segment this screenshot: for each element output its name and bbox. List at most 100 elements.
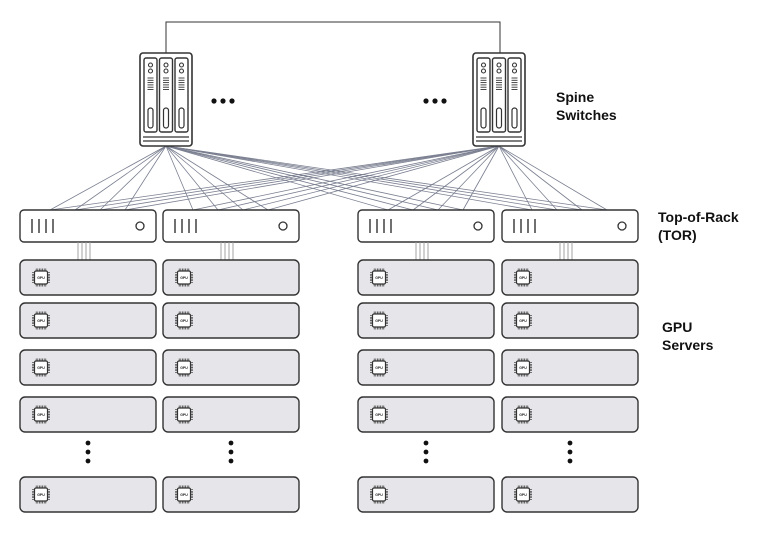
gpu-server: GPU: [357, 302, 495, 339]
gpu-server: GPU: [162, 349, 300, 386]
gpu-server: GPU: [162, 476, 300, 513]
gpu-server: GPU: [357, 476, 495, 513]
gpu-chip-icon: GPU: [514, 485, 532, 504]
spine-tor-link: [387, 145, 500, 211]
gpu-chip-icon: GPU: [514, 358, 532, 377]
spine-tor-link: [49, 145, 167, 211]
svg-text:GPU: GPU: [37, 276, 45, 280]
spine-tor-link: [165, 145, 414, 211]
label-line: Top-of-Rack: [658, 209, 739, 225]
svg-text:GPU: GPU: [375, 366, 383, 370]
spine-tor-link: [49, 145, 500, 211]
svg-text:GPU: GPU: [375, 276, 383, 280]
spine-tor-link: [217, 145, 500, 211]
svg-text:GPU: GPU: [519, 413, 527, 417]
gpu-server: GPU: [162, 259, 300, 296]
gpu-server: GPU: [501, 476, 639, 513]
spine-ellipsis-right: [423, 98, 447, 104]
spine-interconnect-link: [165, 21, 501, 53]
svg-text:GPU: GPU: [37, 493, 45, 497]
gpu-server: GPU: [501, 349, 639, 386]
spine-tor-link: [498, 145, 608, 211]
spine-tor-link: [165, 145, 439, 211]
svg-text:GPU: GPU: [37, 366, 45, 370]
spine-switch: [139, 52, 193, 147]
label-line: Switches: [556, 107, 617, 123]
spine-switch: [472, 52, 526, 147]
gpu-server: GPU: [357, 349, 495, 386]
spine-tor-link: [498, 145, 583, 211]
spine-tor-link: [124, 145, 167, 211]
gpu-chip-icon: GPU: [32, 358, 50, 377]
server-vertical-ellipsis: [567, 440, 573, 464]
svg-text:GPU: GPU: [375, 493, 383, 497]
gpu-chip-icon: GPU: [370, 405, 388, 424]
svg-text:GPU: GPU: [180, 276, 188, 280]
spine-switches-label: Spine Switches: [556, 88, 617, 124]
spine-tor-link: [267, 145, 500, 211]
gpu-server: GPU: [357, 259, 495, 296]
svg-text:GPU: GPU: [37, 319, 45, 323]
gpu-chip-icon: GPU: [175, 405, 193, 424]
tor-label: Top-of-Rack (TOR): [658, 208, 739, 244]
label-line: (TOR): [658, 227, 697, 243]
svg-text:GPU: GPU: [375, 413, 383, 417]
gpu-chip-icon: GPU: [175, 268, 193, 287]
spine-ellipsis-left: [211, 98, 235, 104]
gpu-server: GPU: [19, 396, 157, 433]
gpu-server: GPU: [19, 259, 157, 296]
spine-tor-links: [49, 145, 608, 211]
spine-tor-link: [165, 145, 533, 211]
spine-tor-link: [242, 145, 500, 211]
svg-text:GPU: GPU: [180, 413, 188, 417]
tor-switch: [501, 209, 639, 243]
gpu-chip-icon: GPU: [370, 485, 388, 504]
server-vertical-ellipsis: [85, 440, 91, 464]
gpu-chip-icon: GPU: [32, 268, 50, 287]
tor-switch: [19, 209, 157, 243]
gpu-server: GPU: [501, 396, 639, 433]
svg-text:GPU: GPU: [180, 319, 188, 323]
svg-text:GPU: GPU: [180, 366, 188, 370]
spine-tor-link: [165, 145, 389, 211]
label-line: Servers: [662, 337, 714, 353]
spine-tor-link: [165, 145, 583, 211]
svg-text:GPU: GPU: [519, 366, 527, 370]
spine-tor-link: [498, 145, 558, 211]
spine-tor-link: [74, 145, 167, 211]
spine-tor-link: [165, 145, 608, 211]
server-vertical-ellipsis: [228, 440, 234, 464]
spine-tor-link: [124, 145, 500, 211]
gpu-server: GPU: [357, 396, 495, 433]
gpu-chip-icon: GPU: [370, 268, 388, 287]
svg-text:GPU: GPU: [375, 319, 383, 323]
server-vertical-ellipsis: [423, 440, 429, 464]
gpu-chip-icon: GPU: [370, 311, 388, 330]
spine-tor-link: [165, 145, 464, 211]
svg-text:GPU: GPU: [519, 276, 527, 280]
gpu-chip-icon: GPU: [514, 405, 532, 424]
gpu-chip-icon: GPU: [175, 485, 193, 504]
gpu-chip-icon: GPU: [175, 358, 193, 377]
spine-tor-link: [165, 145, 194, 211]
label-line: GPU: [662, 319, 693, 335]
gpu-server: GPU: [19, 302, 157, 339]
gpu-chip-icon: GPU: [514, 268, 532, 287]
spine-tor-link: [437, 145, 500, 211]
spine-tor-link: [165, 145, 269, 211]
gpu-chip-icon: GPU: [514, 311, 532, 330]
spine-tor-link: [165, 145, 244, 211]
gpu-chip-icon: GPU: [32, 405, 50, 424]
gpu-chip-icon: GPU: [175, 311, 193, 330]
spine-tor-link: [165, 145, 558, 211]
tor-switch: [162, 209, 300, 243]
gpu-chip-icon: GPU: [32, 485, 50, 504]
gpu-server: GPU: [19, 476, 157, 513]
label-line: Spine: [556, 89, 595, 105]
svg-text:GPU: GPU: [519, 493, 527, 497]
gpu-server: GPU: [501, 302, 639, 339]
spine-tor-link: [412, 145, 500, 211]
tor-switch: [357, 209, 495, 243]
gpu-server: GPU: [501, 259, 639, 296]
